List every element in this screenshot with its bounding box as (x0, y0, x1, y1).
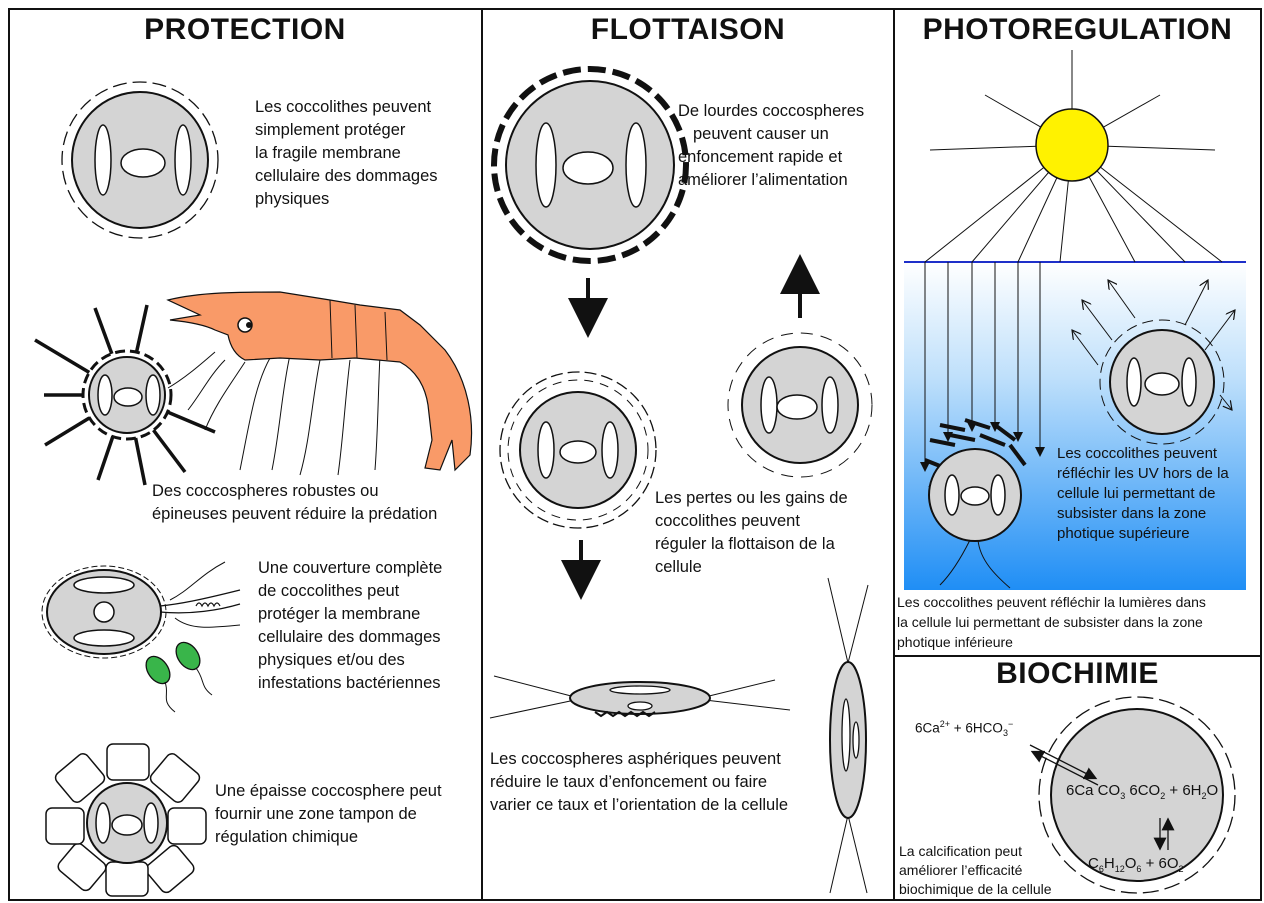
section-title-biochimie: BIOCHIMIE (895, 656, 1260, 692)
coccosphere-icon (728, 333, 872, 477)
spiny-cell-icon (35, 305, 215, 485)
equation-output: C6H12O6 + 6O2 (1088, 855, 1184, 874)
flat-coccosphere-icon (490, 676, 790, 718)
shrimp-predator-icon (168, 292, 472, 475)
equation-middle: 6Ca CO3 6CO2 + 6H2O (1066, 782, 1218, 801)
section-title-protection: PROTECTION (10, 12, 480, 48)
coccolith-cell-icon (62, 82, 218, 238)
spindle-coccosphere-icon (828, 578, 868, 893)
section-title-photoregulation: PHOTOREGULATION (895, 12, 1260, 48)
thick-coccosphere-icon (46, 744, 206, 896)
coccosphere-icon (500, 372, 656, 528)
equation-input: 6Ca2+ + 6HCO3− (915, 719, 1013, 738)
sun-icon (1036, 109, 1108, 181)
section-title-flottaison: FLOTTAISON (483, 12, 893, 48)
heavy-coccosphere-icon (494, 69, 686, 261)
photoregulation-caption-lower: Les coccolithes peuvent réfléchir la lum… (897, 592, 1206, 652)
bacteria-icon (141, 638, 212, 712)
elongated-cell-icon (42, 562, 240, 658)
